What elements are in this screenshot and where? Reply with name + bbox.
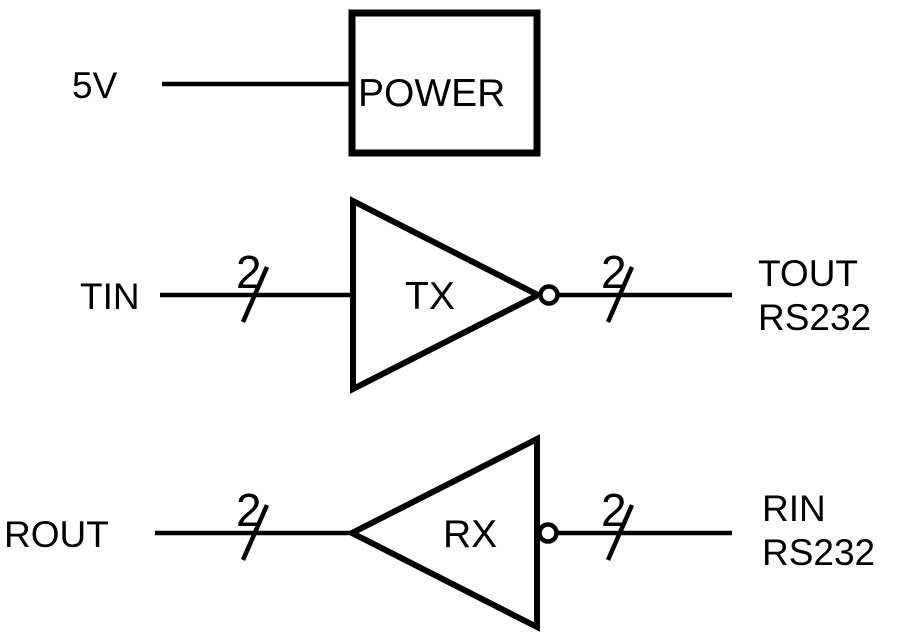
- tx-bus-slash-left: [240, 266, 270, 323]
- rx-receiver-triangle: [345, 434, 540, 632]
- rx-bus-width-left: 2: [236, 484, 262, 536]
- rx-inversion-bubble: [537, 522, 559, 544]
- tx-bus-width-left: 2: [236, 246, 262, 298]
- tx-driver-triangle: [350, 196, 545, 394]
- rout-label: ROUT: [4, 514, 109, 555]
- rx-bus-slash-right: [605, 504, 635, 561]
- power-block: [348, 9, 541, 157]
- tx-bus-slash-right: [605, 266, 635, 323]
- rx-label: RX: [443, 513, 497, 556]
- rin-rs232-label: RS232: [762, 532, 875, 573]
- rx-bus-slash-left: [240, 504, 270, 561]
- supply-5v-label: 5V: [72, 65, 118, 106]
- tin-label: TIN: [80, 276, 140, 317]
- tout-label: TOUT: [758, 253, 858, 294]
- power-block-label: POWER: [358, 72, 505, 115]
- tx-label: TX: [405, 275, 455, 318]
- tx-inversion-bubble: [538, 284, 560, 306]
- rx-bus-width-right: 2: [601, 484, 627, 536]
- tout-rs232-label: RS232: [758, 297, 871, 338]
- tx-bus-width-right: 2: [601, 246, 627, 298]
- rin-label: RIN: [762, 488, 826, 529]
